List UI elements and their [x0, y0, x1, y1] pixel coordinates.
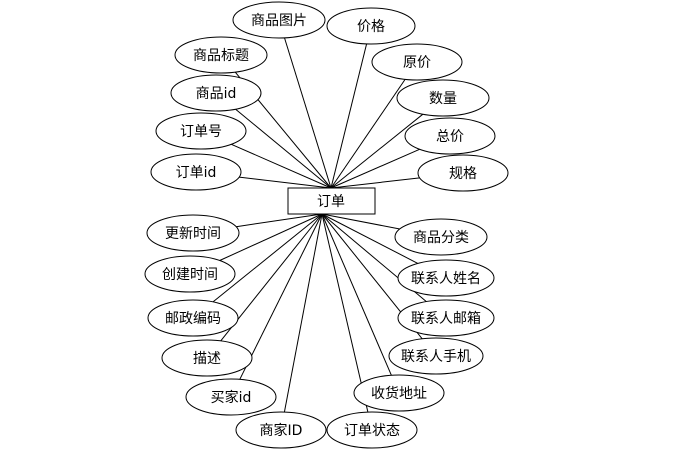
edge-price [330, 43, 368, 189]
attribute-ellipse [235, 411, 327, 449]
attribute-label: 订单状态 [344, 423, 400, 439]
attribute-ellipse [353, 374, 445, 412]
attribute-product-image: 商品图片 [232, 1, 326, 39]
attribute-label: 商家ID [260, 422, 303, 439]
attribute-spec: 规格 [417, 154, 509, 192]
attribute-quantity: 数量 [396, 79, 490, 117]
attribute-ellipse [394, 218, 488, 256]
attribute-order-status: 订单状态 [326, 411, 418, 449]
attribute-shipping-address: 收货地址 [353, 374, 445, 412]
attribute-ellipse [388, 337, 484, 375]
edge-merchant-id [283, 213, 323, 413]
attribute-create-time: 创建时间 [144, 255, 236, 293]
attribute-label: 商品标题 [193, 48, 249, 64]
attribute-label: 订单号 [180, 124, 222, 140]
attribute-label: 总价 [436, 129, 464, 145]
attribute-label: 商品图片 [251, 13, 307, 29]
edge-product-category [321, 213, 400, 230]
attribute-contact-email: 联系人邮箱 [397, 299, 495, 337]
edge-total-price [330, 148, 420, 189]
attribute-contact-name: 联系人姓名 [397, 259, 495, 297]
attribute-label: 收货地址 [371, 385, 427, 402]
edge-postal-code [212, 213, 323, 303]
edge-create-time [219, 213, 323, 261]
edge-product-id [235, 108, 332, 189]
attribute-ellipse [326, 7, 416, 45]
attribute-description: 描述 [161, 339, 253, 377]
attribute-product-category: 商品分类 [394, 218, 488, 256]
attribute-label: 描述 [193, 351, 221, 367]
attribute-ellipse [155, 112, 247, 150]
attribute-ellipse [396, 79, 490, 117]
attribute-label: 价格 [357, 19, 385, 35]
attribute-ellipse [144, 255, 236, 293]
attribute-label: 商品分类 [413, 230, 469, 246]
attribute-order-number: 订单号 [155, 112, 247, 150]
attribute-contact-phone: 联系人手机 [388, 337, 484, 375]
entity-order: 订单 [287, 187, 376, 215]
edge-order-id [239, 176, 332, 189]
edge-contact-name [321, 213, 419, 264]
attribute-ellipse [150, 153, 242, 191]
attribute-buyer-id: 买家id [185, 378, 277, 416]
attribute-ellipse [147, 299, 239, 337]
attribute-ellipse [146, 214, 240, 252]
attribute-ellipse [174, 36, 268, 74]
attribute-label: 订单id [176, 165, 217, 181]
edge-original-price [330, 79, 406, 189]
attribute-label: 数量 [429, 91, 457, 107]
attribute-ellipse [185, 378, 277, 416]
attribute-product-title: 商品标题 [174, 36, 268, 74]
attribute-label: 联系人手机 [401, 349, 471, 365]
edge-spec [330, 177, 420, 189]
attribute-ellipse [232, 1, 326, 39]
attribute-label: 原价 [403, 55, 431, 71]
attribute-label: 联系人邮箱 [411, 311, 481, 327]
attribute-label: 买家id [211, 389, 252, 406]
attribute-ellipse [161, 339, 253, 377]
attribute-label: 联系人姓名 [411, 271, 481, 287]
attribute-ellipse [326, 411, 418, 449]
attribute-product-id: 商品id [170, 74, 262, 112]
attribute-merchant-id: 商家ID [235, 411, 327, 449]
attribute-ellipse [417, 154, 509, 192]
attribute-label: 商品id [196, 86, 237, 102]
attribute-postal-code: 邮政编码 [147, 299, 239, 337]
attribute-label: 邮政编码 [165, 311, 221, 327]
edge-order-status [321, 213, 369, 413]
attribute-ellipse [371, 43, 463, 81]
edge-order-number [231, 143, 332, 189]
attribute-ellipse [397, 299, 495, 337]
attribute-label: 规格 [449, 166, 477, 182]
attribute-label: 创建时间 [162, 267, 218, 283]
edge-buyer-id [239, 213, 323, 380]
attribute-ellipse [397, 259, 495, 297]
attribute-total-price: 总价 [404, 117, 496, 155]
attribute-update-time: 更新时间 [146, 214, 240, 252]
relationship-lines [212, 37, 427, 413]
attribute-original-price: 原价 [371, 43, 463, 81]
attribute-price: 价格 [326, 7, 416, 45]
edge-shipping-address [321, 213, 392, 376]
edge-product-image [284, 37, 332, 189]
entity-box [287, 187, 376, 215]
attribute-order-id: 订单id [150, 153, 242, 191]
entity-label: 订单 [317, 194, 345, 210]
edge-update-time [236, 213, 323, 228]
edge-quantity [330, 113, 424, 189]
attribute-ellipse [404, 117, 496, 155]
attribute-label: 更新时间 [165, 226, 221, 242]
attribute-ellipse [170, 74, 262, 112]
